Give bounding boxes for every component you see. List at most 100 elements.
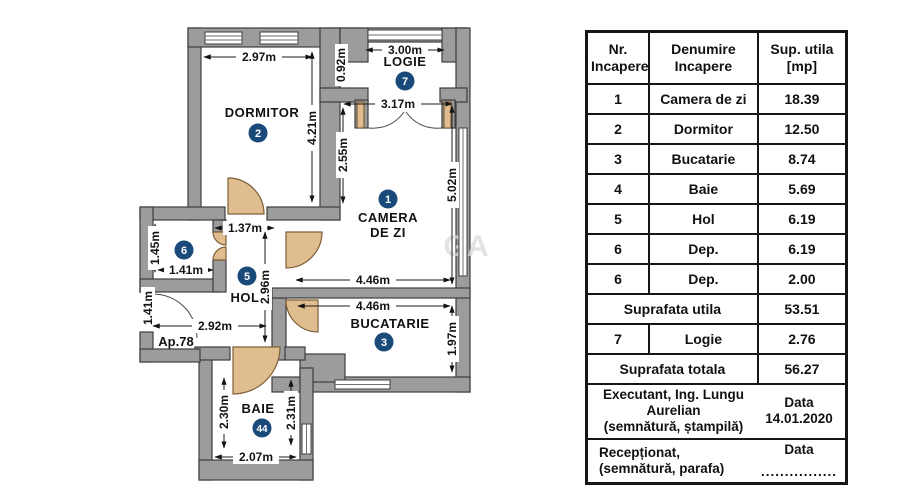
room-label-dormitor: DORMITOR: [225, 105, 300, 120]
receptionat-text: Recepționat, (semnătură, parafa): [599, 444, 725, 476]
cell-nr: 3: [585, 143, 650, 175]
dim-camera-height: 5.02m: [445, 105, 459, 285]
dim-camera-upper: 2.55m: [336, 107, 350, 204]
executant-date: Data 14.01.2020: [765, 395, 833, 427]
apartment-number-label: Ap.78: [158, 334, 193, 349]
room-badge-logie-number: 7: [402, 76, 408, 88]
dim-bucatarie-height: 1.97m: [445, 305, 459, 373]
room-label-camera-1: CAMERA: [358, 210, 418, 225]
cell-nr: 6: [585, 233, 650, 265]
svg-text:3.17m: 3.17m: [381, 97, 415, 111]
room-badge-hol: [237, 266, 257, 286]
dim-dep-height: 1.45m: [148, 223, 162, 273]
door-dormitor: [227, 177, 265, 215]
room-badge-baie: [252, 418, 272, 438]
receptionat-date: Data ................: [756, 442, 842, 480]
room-badge-bucatarie-number: 3: [381, 337, 387, 349]
cell-area: 8.74: [756, 143, 848, 175]
window: [204, 31, 243, 45]
room-badge-camera: [378, 189, 398, 209]
total-value: 56.27: [756, 353, 848, 385]
logie-door-swing: [367, 111, 405, 129]
dim-dormitor-height: 4.21m: [305, 51, 319, 203]
doors: [152, 101, 452, 395]
room-badge-dep-number: 6: [181, 245, 187, 257]
wall-segment: [187, 27, 202, 221]
svg-text:1.45m: 1.45m: [148, 231, 162, 265]
total-row: Suprafata totala 56.27: [585, 353, 848, 385]
logie-door-swing: [405, 111, 443, 129]
dim-baie-right-height: 2.31m: [284, 379, 298, 446]
room-label-logie: LOGIE: [384, 54, 427, 69]
svg-text:2.31m: 2.31m: [284, 396, 298, 430]
cell-area: 6.19: [756, 203, 848, 235]
svg-text:2.55m: 2.55m: [336, 138, 350, 172]
svg-text:2.07m: 2.07m: [239, 450, 273, 464]
window: [259, 31, 299, 45]
door-dep-leaf: [212, 246, 227, 261]
logie-door-jamb: [443, 101, 452, 129]
entrance-door-swing: [152, 293, 198, 339]
cell-name: Dormitor: [647, 113, 759, 145]
dim-hol-bottom-width: 2.92m: [152, 319, 267, 333]
receptionat-row: Recepționat, (semnătură, parafa) Data ..…: [585, 437, 848, 485]
cell-name: Camera de zi: [647, 83, 759, 115]
svg-text:3.00m: 3.00m: [388, 43, 422, 57]
table-row: 6 Dep. 2.00: [585, 263, 848, 295]
svg-text:1.41m: 1.41m: [141, 291, 155, 325]
dim-logie-depth: 0.92m: [334, 43, 348, 87]
cell-area: 6.19: [756, 233, 848, 265]
door-baie: [232, 346, 281, 395]
svg-text:4.46m: 4.46m: [356, 273, 390, 287]
svg-text:2.30m: 2.30m: [217, 395, 231, 429]
svg-text:0.92m: 0.92m: [334, 48, 348, 82]
svg-text:2.92m: 2.92m: [198, 319, 232, 333]
signature-dots: ................: [760, 463, 837, 479]
header-nr: Nr.Incapere: [585, 30, 650, 85]
dim-dormitor-width: 2.97m: [203, 50, 313, 64]
cell-area: 2.00: [756, 263, 848, 295]
table-row: 2 Dormitor 12.50: [585, 113, 848, 145]
wall-segment: [212, 259, 227, 293]
dimensions: 2.97m 4.21m 3.00m 0.92m 3.17m: [141, 43, 459, 464]
room-badge-hol-number: 5: [244, 271, 250, 283]
dim-logie-width: 3.00m: [365, 43, 445, 57]
room-label-camera-2: DE ZI: [370, 225, 406, 240]
room-label-hol: HOL: [231, 290, 260, 305]
wall-segment: [139, 348, 201, 363]
svg-text:2.96m: 2.96m: [258, 270, 272, 304]
executant-cell: Executant, Ing. Lungu Aurelian (semnătur…: [585, 383, 848, 440]
cell-nr: 2: [585, 113, 650, 145]
svg-text:2.97m: 2.97m: [242, 50, 276, 64]
dim-camera-width: 4.46m: [295, 273, 451, 287]
cell-name: Baie: [647, 173, 759, 205]
cell-nr: 6: [585, 263, 650, 295]
room-badge-camera-number: 1: [385, 194, 391, 206]
logie-door-jamb: [356, 101, 365, 129]
table-row: 6 Dep. 6.19: [585, 233, 848, 265]
dim-bucatarie-width: 4.46m: [297, 299, 451, 313]
door-dep-leaf: [212, 231, 227, 246]
executant-row: Executant, Ing. Lungu Aurelian (semnătur…: [585, 383, 848, 440]
door-camera: [285, 231, 323, 269]
floorplan-drawing: GA: [139, 27, 489, 481]
cell-nr: 5: [585, 203, 650, 235]
svg-text:5.02m: 5.02m: [445, 168, 459, 202]
receptionat-cell: Recepționat, (semnătură, parafa) Data ..…: [585, 437, 848, 485]
cell-area: 12.50: [756, 113, 848, 145]
cell-name: Bucatarie: [647, 143, 759, 175]
room-label-baie: BAIE: [241, 401, 274, 416]
room-badge-baie-number: 44: [256, 424, 268, 435]
cell-nr: 4: [585, 173, 650, 205]
room-badge-dormitor-number: 2: [255, 128, 261, 140]
room-labels: DORMITOR 2 LOGIE 7 1 CAMERA DE ZI BUCATA…: [158, 54, 429, 438]
cell-nr: 7: [585, 323, 650, 355]
svg-text:1.41m: 1.41m: [169, 263, 203, 277]
room-badge-logie: [395, 71, 415, 91]
wall-segment: [271, 287, 471, 299]
